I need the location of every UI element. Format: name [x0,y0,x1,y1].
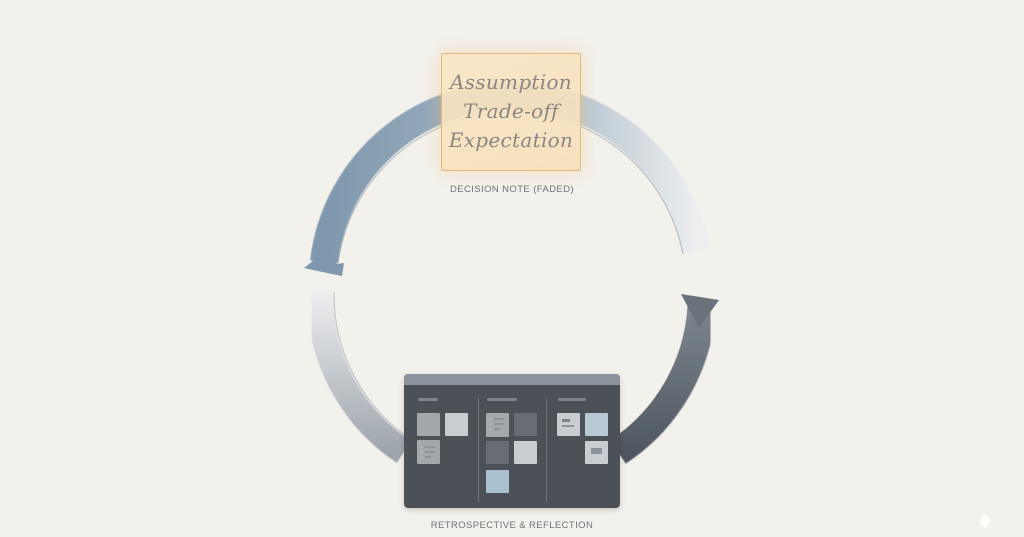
sticky-note [585,441,608,464]
board-column-3 [546,385,620,508]
column-title [418,398,438,401]
sticky-note [486,413,509,437]
column-title [487,398,517,401]
decision-note-caption: DECISION NOTE (FADED) [450,184,574,195]
retrospective-board [404,374,620,508]
column-title [558,398,586,401]
sparkle-icon [979,513,991,529]
column-divider [478,398,479,502]
right-arc [610,305,716,464]
board-column-1 [404,385,476,508]
arrowhead-left-body [304,248,342,276]
arrowhead-right [681,294,719,328]
retrospective-caption: RETROSPECTIVE & REFLECTION [430,520,594,531]
board-column-2 [476,385,546,508]
note-line-trade-off: Trade-off [463,99,559,123]
left-arc [306,289,413,463]
sticky-note [417,413,440,436]
sticky-note [417,440,440,464]
decision-note: Assumption Trade-off Expectation [441,53,581,171]
sticky-note [486,441,509,464]
sticky-note [445,413,468,436]
note-line-expectation: Expectation [448,128,574,152]
sticky-note [557,413,580,436]
sticky-note [486,470,509,493]
column-divider [546,398,547,502]
note-line-assumption: Assumption [450,70,572,94]
sticky-note [585,413,608,436]
sticky-note [514,413,537,436]
sticky-note [514,441,537,464]
board-header [404,374,620,385]
